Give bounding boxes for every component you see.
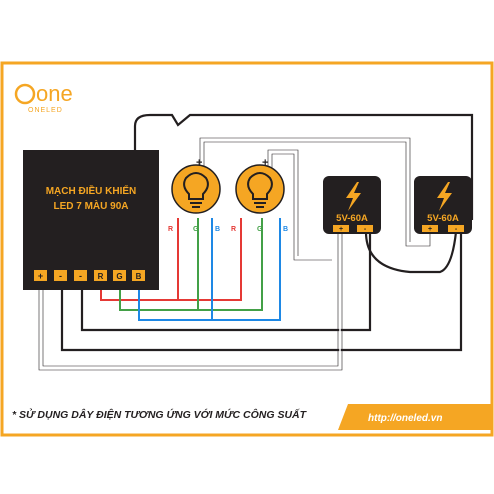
lightning-icon	[346, 182, 361, 211]
svg-text:-: -	[59, 271, 62, 281]
terminal-plus: +	[34, 270, 47, 281]
psu1-plus: +	[339, 226, 343, 233]
black-wires	[60, 113, 474, 352]
footer-url[interactable]: http://oneled.vn	[368, 413, 442, 424]
terminal-b: B	[132, 270, 145, 281]
blue-wires	[138, 218, 281, 321]
white-wires	[40, 139, 429, 369]
bulb-icon	[183, 172, 209, 208]
logo-subtext: ONELED	[28, 107, 63, 114]
terminal-g: G	[113, 270, 126, 281]
oneled-logo: one ONELED	[14, 81, 73, 114]
bulb1-r-label: R	[168, 226, 173, 233]
bulb2-plus-label: +	[262, 157, 268, 169]
bulb1-b-label: B	[215, 226, 220, 233]
terminal-r: R	[94, 270, 107, 281]
url-banner	[338, 404, 492, 430]
svg-text:B: B	[136, 272, 142, 281]
svg-text:G: G	[116, 272, 122, 281]
psu1-minus: -	[364, 226, 367, 233]
bulb2-g-label: G	[257, 226, 263, 233]
diagram-frame	[0, 61, 494, 437]
white-wire-outlines	[38, 137, 431, 371]
bulb-icon	[247, 172, 273, 208]
psu2-label: 5V-60A	[427, 213, 459, 224]
bulb1-plus-label: +	[196, 157, 202, 169]
bulb1-g-label: G	[193, 226, 199, 233]
svg-text:-: -	[79, 271, 82, 281]
psu1-label: 5V-60A	[336, 213, 368, 224]
logo-bulb-icon	[14, 83, 36, 105]
terminal-minus-2: -	[74, 270, 87, 281]
psu2-plus: +	[428, 226, 432, 233]
controller-terminals: + - - R G B	[34, 270, 145, 281]
footer: * SỬ DỤNG DÂY ĐIỆN TƯƠNG ỨNG VỚI MỨC CÔN…	[12, 404, 492, 430]
controller-title-line1: MẠCH ĐIỀU KHIỂN	[46, 184, 137, 197]
power-supply-1: 5V-60A + -	[323, 176, 381, 234]
psu2-minus: -	[455, 226, 458, 233]
logo-text: one	[36, 81, 73, 106]
bulb2-b-label: B	[283, 226, 288, 233]
svg-text:+: +	[38, 271, 43, 281]
green-wires	[119, 218, 263, 311]
power-supply-2: 5V-60A + -	[414, 176, 472, 234]
svg-text:R: R	[98, 272, 104, 281]
led-bulb-2: + R G B	[231, 157, 288, 233]
led-controller: MẠCH ĐIỀU KHIỂN LED 7 MÀU 90A + - - R G …	[23, 150, 159, 290]
footer-note: * SỬ DỤNG DÂY ĐIỆN TƯƠNG ỨNG VỚI MỨC CÔN…	[12, 408, 308, 421]
lightning-icon	[437, 182, 452, 211]
terminal-minus-1: -	[54, 270, 67, 281]
led-bulb-1: + R G B	[168, 157, 221, 233]
controller-title-line2: LED 7 MÀU 90A	[53, 199, 128, 212]
bulb2-r-label: R	[231, 226, 236, 233]
